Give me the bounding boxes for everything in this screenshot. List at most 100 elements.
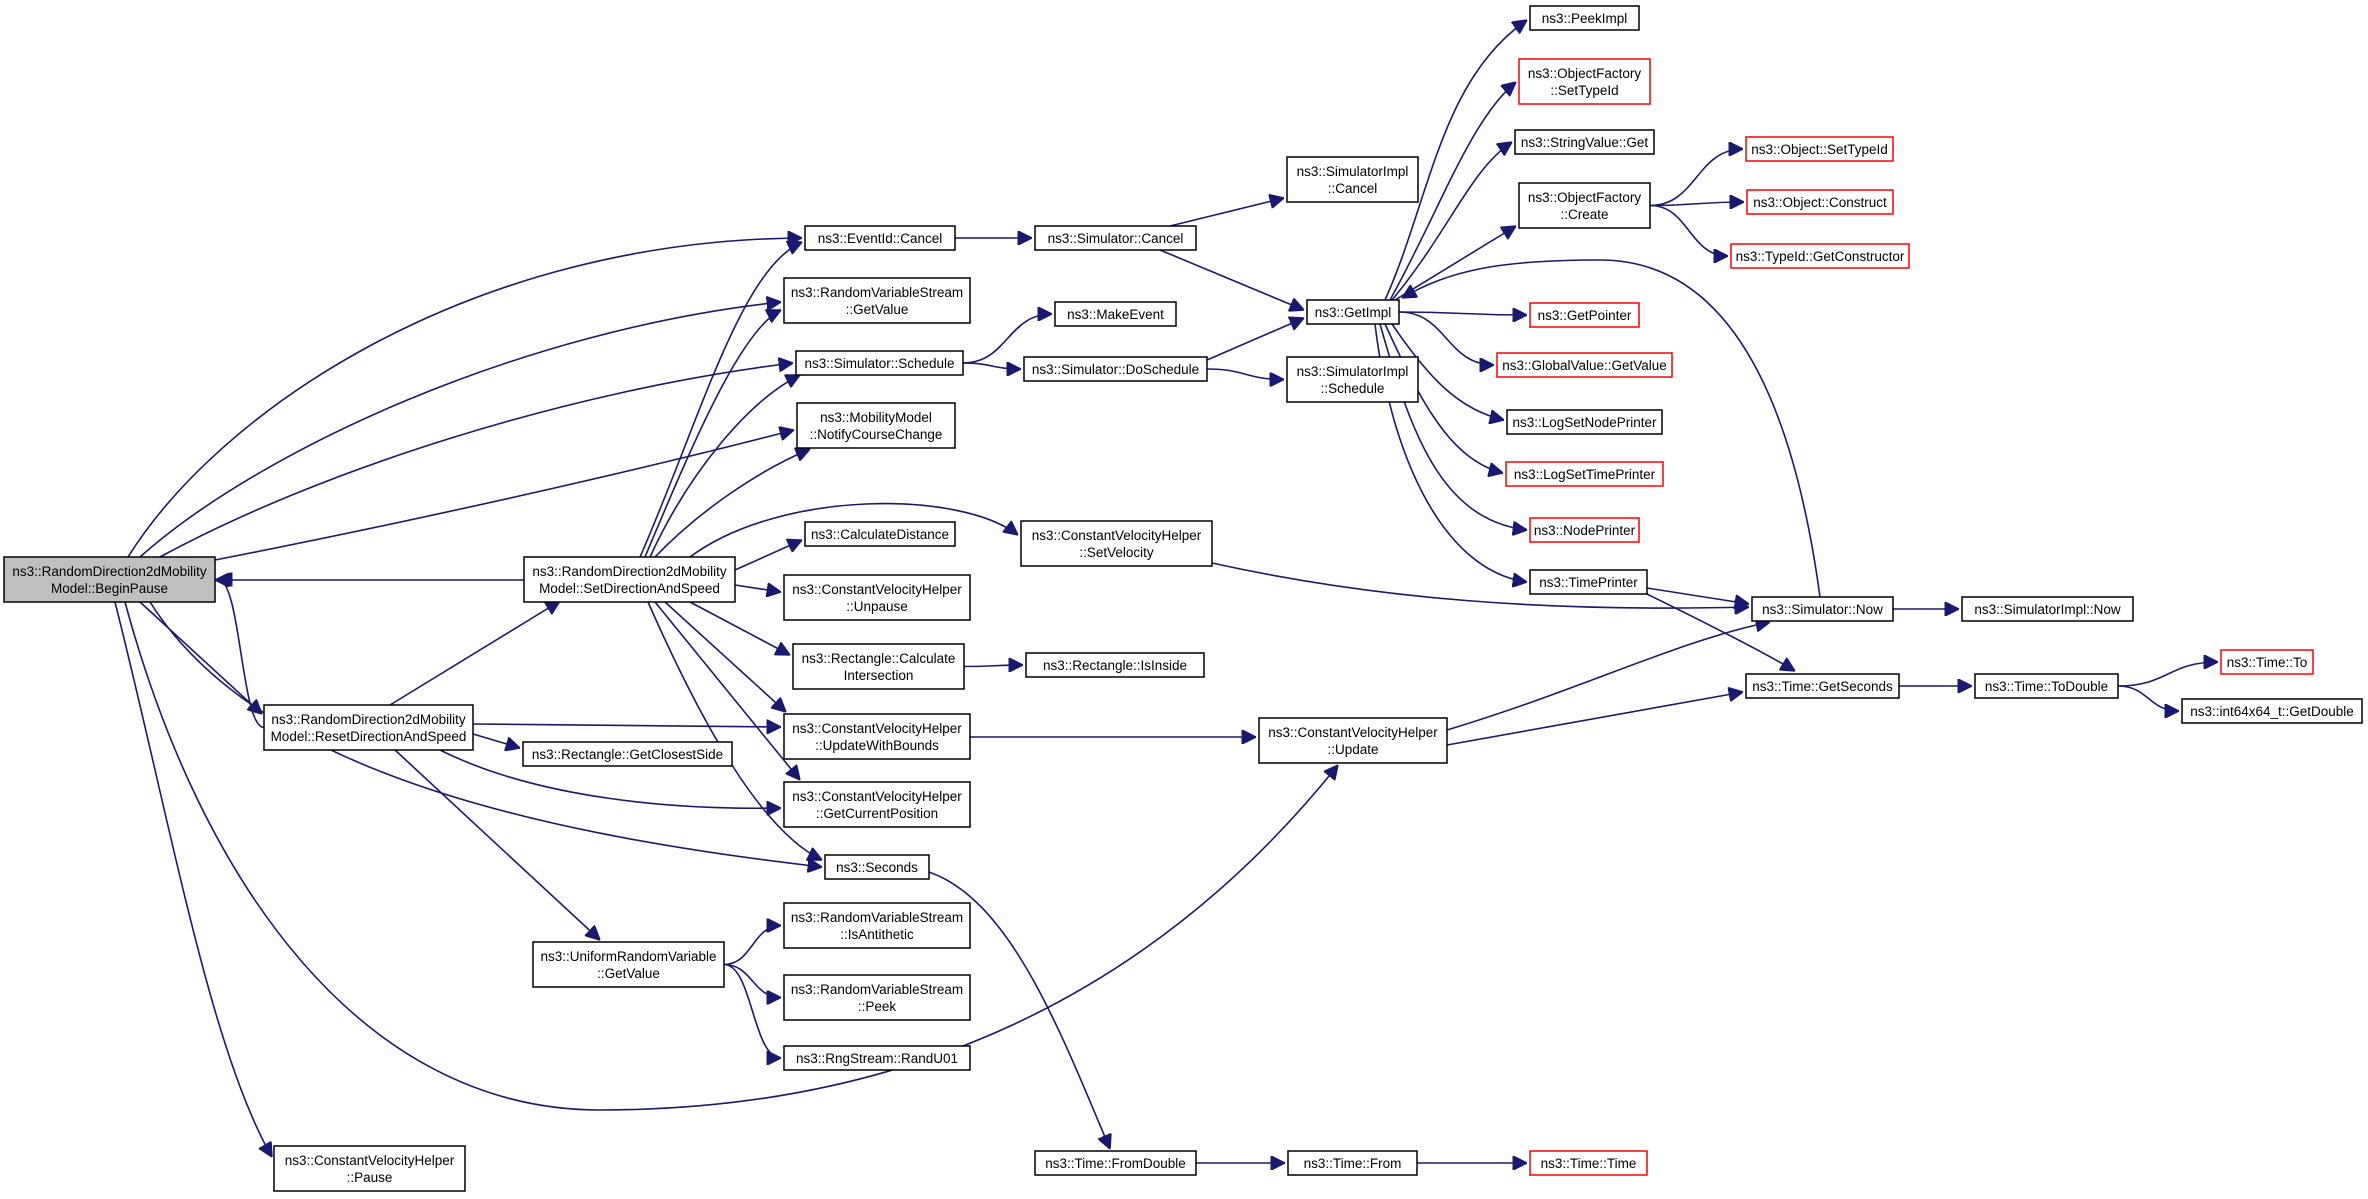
- node-label-line: ns3::UniformRandomVariable: [540, 949, 716, 964]
- node-timefrom[interactable]: ns3::Time::From: [1287, 1150, 1418, 1176]
- edge-begin-to-notify: [214, 430, 794, 561]
- node-label-line: Model::SetDirectionAndSpeed: [539, 581, 720, 596]
- node-box: [804, 521, 956, 547]
- node-unpause[interactable]: ns3::ConstantVelocityHelper::Unpause: [783, 574, 971, 621]
- node-box: [1023, 356, 1208, 382]
- node-update[interactable]: ns3::ConstantVelocityHelper::Update: [1258, 717, 1448, 764]
- node-label-line: ns3::ObjectFactory: [1528, 66, 1642, 81]
- node-makeevent[interactable]: ns3::MakeEvent: [1054, 301, 1177, 327]
- node-peek[interactable]: ns3::RandomVariableStream::Peek: [783, 974, 971, 1021]
- node-box: [273, 1145, 466, 1192]
- edge-arrow: [139, 302, 781, 558]
- node-seconds[interactable]: ns3::Seconds: [824, 854, 930, 880]
- node-updbounds[interactable]: ns3::ConstantVelocityHelper::UpdateWithB…: [783, 713, 971, 760]
- node-nodeprinter[interactable]: ns3::NodePrinter: [1529, 517, 1640, 543]
- node-objconstruct[interactable]: ns3::Object::Construct: [1746, 189, 1894, 215]
- node-todouble[interactable]: ns3::Time::ToDouble: [1974, 673, 2119, 699]
- node-simcancel[interactable]: ns3::Simulator::Cancel: [1034, 225, 1197, 251]
- node-label-line: ns3::RandomVariableStream: [791, 982, 963, 997]
- node-simsched[interactable]: ns3::Simulator::Schedule: [795, 350, 964, 376]
- node-urvget[interactable]: ns3::UniformRandomVariable::GetValue: [532, 941, 725, 988]
- node-timetime[interactable]: ns3::Time::Time: [1529, 1150, 1648, 1176]
- edge-arrow: [159, 363, 793, 558]
- node-setvel[interactable]: ns3::ConstantVelocityHelper::SetVelocity: [1020, 520, 1213, 567]
- node-getimpl[interactable]: ns3::GetImpl: [1306, 299, 1400, 325]
- node-label-line: Intersection: [844, 668, 914, 683]
- node-peekimpl[interactable]: ns3::PeekImpl: [1529, 5, 1640, 31]
- node-gvget[interactable]: ns3::GlobalValue::GetValue: [1496, 352, 1673, 378]
- node-fromdouble[interactable]: ns3::Time::FromDouble: [1034, 1150, 1197, 1176]
- node-label-line: ns3::StringValue::Get: [1521, 135, 1649, 150]
- edge-arrow: [644, 310, 781, 558]
- node-setdir[interactable]: ns3::RandomDirection2dMobilityModel::Set…: [523, 556, 736, 603]
- node-box: [1974, 673, 2119, 699]
- node-isinside[interactable]: ns3::Rectangle::IsInside: [1025, 652, 1205, 678]
- node-implsched[interactable]: ns3::SimulatorImpl::Schedule: [1286, 356, 1419, 403]
- node-strget[interactable]: ns3::StringValue::Get: [1514, 129, 1655, 155]
- node-box: [1034, 225, 1197, 251]
- node-label-line: ns3::LogSetNodePrinter: [1512, 415, 1657, 430]
- node-pause[interactable]: ns3::ConstantVelocityHelper::Pause: [273, 1145, 466, 1192]
- node-box: [1514, 129, 1655, 155]
- node-timeprinter[interactable]: ns3::TimePrinter: [1529, 569, 1648, 595]
- node-objsettype[interactable]: ns3::Object::SetTypeId: [1745, 136, 1894, 162]
- node-box: [792, 643, 965, 690]
- edge-arrow: [689, 502, 1018, 558]
- node-simnow[interactable]: ns3::Simulator::Now: [1751, 596, 1894, 622]
- edge-getimpl-to-logtime: [1384, 323, 1503, 473]
- edge-getimpl-to-strget: [1391, 142, 1512, 301]
- edge-arrow: [1389, 82, 1516, 301]
- node-label-line: ns3::Time::Time: [1541, 1156, 1637, 1171]
- edge-begin-to-evcancel: [127, 238, 802, 558]
- node-label-line: ::Update: [1327, 742, 1378, 757]
- node-label-line: ns3::Time::GetSeconds: [1752, 679, 1893, 694]
- node-label-line: ns3::RandomVariableStream: [791, 285, 963, 300]
- node-box: [1054, 301, 1177, 327]
- node-getctor[interactable]: ns3::TypeId::GetConstructor: [1730, 243, 1910, 269]
- node-ofsettype[interactable]: ns3::ObjectFactory::SetTypeId: [1518, 58, 1651, 105]
- node-label-line: ::UpdateWithBounds: [815, 738, 939, 753]
- node-notify[interactable]: ns3::MobilityModel::NotifyCourseChange: [796, 402, 956, 449]
- node-getptr[interactable]: ns3::GetPointer: [1529, 302, 1640, 328]
- node-box: [523, 556, 736, 603]
- node-box: [263, 704, 474, 751]
- node-isanti[interactable]: ns3::RandomVariableStream::IsAntithetic: [783, 902, 971, 949]
- node-label-line: ns3::Simulator::DoSchedule: [1032, 362, 1199, 377]
- node-box: [1745, 673, 1900, 699]
- node-label-line: Model::ResetDirectionAndSpeed: [271, 729, 467, 744]
- edge-arrow: [1446, 692, 1743, 746]
- node-rvsget[interactable]: ns3::RandomVariableStream::GetValue: [783, 277, 971, 324]
- node-label-line: ns3::ConstantVelocityHelper: [792, 721, 962, 736]
- node-ofcreate[interactable]: ns3::ObjectFactory::Create: [1518, 182, 1651, 229]
- node-i64get[interactable]: ns3::int64x64_t::GetDouble: [2181, 698, 2363, 724]
- node-label-line: ns3::Simulator::Cancel: [1048, 231, 1184, 246]
- node-closest[interactable]: ns3::Rectangle::GetClosestSide: [522, 741, 733, 767]
- edge-arrow: [1446, 622, 1770, 731]
- node-getcur[interactable]: ns3::ConstantVelocityHelper::GetCurrentP…: [783, 781, 971, 828]
- node-reset[interactable]: ns3::RandomDirection2dMobilityModel::Res…: [263, 704, 474, 751]
- node-box: [783, 1045, 971, 1071]
- edge-arrow: [639, 242, 802, 558]
- node-calcdist[interactable]: ns3::CalculateDistance: [804, 521, 956, 547]
- node-box: [796, 402, 956, 449]
- node-evcancel[interactable]: ns3::EventId::Cancel: [804, 225, 956, 251]
- node-getsec[interactable]: ns3::Time::GetSeconds: [1745, 673, 1900, 699]
- edge-arrow: [723, 963, 782, 1059]
- node-logtime[interactable]: ns3::LogSetTimePrinter: [1505, 461, 1664, 487]
- edge-arrow: [1649, 202, 1744, 206]
- node-dosched[interactable]: ns3::Simulator::DoSchedule: [1023, 356, 1208, 382]
- node-lognode[interactable]: ns3::LogSetNodePrinter: [1506, 409, 1663, 435]
- node-label-line: ns3::GetImpl: [1315, 305, 1392, 320]
- edge-setdir-to-unpause: [734, 585, 781, 592]
- node-implnow[interactable]: ns3::SimulatorImpl::Now: [1961, 596, 2134, 622]
- node-timeto[interactable]: ns3::Time::To: [2220, 649, 2314, 675]
- node-begin[interactable]: ns3::RandomDirection2dMobilityModel::Beg…: [3, 556, 216, 603]
- edge-begin-to-pause: [114, 601, 272, 1157]
- edge-dosched-to-getimpl: [1206, 318, 1304, 361]
- node-implcancel[interactable]: ns3::SimulatorImpl::Cancel: [1286, 156, 1419, 203]
- node-box: [1518, 58, 1651, 105]
- node-label-line: ns3::SimulatorImpl::Now: [1974, 602, 2121, 617]
- node-randu01[interactable]: ns3::RngStream::RandU01: [783, 1045, 971, 1071]
- node-label-line: ns3::SimulatorImpl: [1297, 164, 1409, 179]
